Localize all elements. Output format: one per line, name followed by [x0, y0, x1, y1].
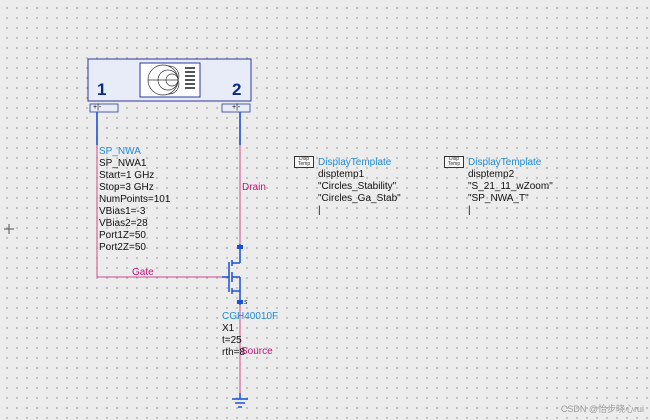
- readout-bars-icon: [185, 67, 195, 89]
- display-template-1-item-1[interactable]: "Circles_Stability": [318, 181, 397, 192]
- nwa-param-port1z[interactable]: Port1Z=50: [99, 230, 146, 241]
- nwa-instance-name[interactable]: SP_NWA1: [99, 158, 147, 169]
- wire-label-drain[interactable]: Drain: [242, 182, 266, 193]
- transistor-instance-name[interactable]: X1: [222, 323, 235, 334]
- display-template-2-item-2[interactable]: "SP_NWA_T": [468, 193, 529, 204]
- display-template-1-cursor: |: [318, 205, 321, 216]
- nwa-param-vbias1[interactable]: VBias1=-3: [99, 206, 146, 217]
- transistor-param-rth[interactable]: rth=8: [222, 347, 246, 358]
- port-2-label: 2: [232, 80, 242, 99]
- display-template-1-item-2[interactable]: "Circles_Ga_Stab": [318, 193, 401, 204]
- watermark: CSDN @怡步晓心rui: [560, 404, 644, 414]
- origin-marker: [4, 224, 14, 234]
- display-template-2-name[interactable]: disptemp2: [468, 169, 515, 180]
- display-template-2-cursor: |: [468, 205, 471, 216]
- port-1-pin[interactable]: +|-: [93, 104, 102, 111]
- display-template-1-title[interactable]: DisplayTemplate: [318, 157, 392, 168]
- wire-gate[interactable]: [96, 145, 222, 278]
- nwa-type-label[interactable]: SP_NWA: [99, 146, 141, 157]
- wire-label-source[interactable]: Source: [241, 346, 273, 357]
- display-template-2-title[interactable]: DisplayTemplate: [468, 157, 542, 168]
- port-2-pin[interactable]: +|-: [232, 104, 241, 111]
- display-template-1-icon[interactable]: Disp Temp: [294, 156, 314, 168]
- wire-label-gate[interactable]: Gate: [132, 267, 154, 278]
- nwa-param-vbias2[interactable]: VBias2=28: [99, 218, 148, 229]
- display-template-2-item-1[interactable]: "S_21_11_wZoom": [468, 181, 553, 192]
- transistor-source-pin-label: s: [244, 299, 248, 306]
- port-1-label: 1: [97, 80, 107, 99]
- transistor-param-t[interactable]: t=25: [222, 335, 242, 346]
- nwa-component[interactable]: [87, 58, 252, 113]
- transistor-symbol[interactable]: [222, 244, 241, 305]
- nwa-param-port2z[interactable]: Port2Z=50: [99, 242, 146, 253]
- ground-icon: [232, 393, 248, 408]
- transistor-model[interactable]: CGH40010F: [222, 311, 279, 322]
- nwa-param-start[interactable]: Start=1 GHz: [99, 170, 155, 181]
- nwa-param-numpoints[interactable]: NumPoints=101: [99, 194, 171, 205]
- nwa-param-stop[interactable]: Stop=3 GHz: [99, 182, 154, 193]
- display-template-2-icon[interactable]: Disp Temp: [444, 156, 464, 168]
- display-template-1-name[interactable]: disptemp1: [318, 169, 365, 180]
- smith-chart-icon: [147, 64, 180, 96]
- transistor-pin-dots: [237, 245, 243, 304]
